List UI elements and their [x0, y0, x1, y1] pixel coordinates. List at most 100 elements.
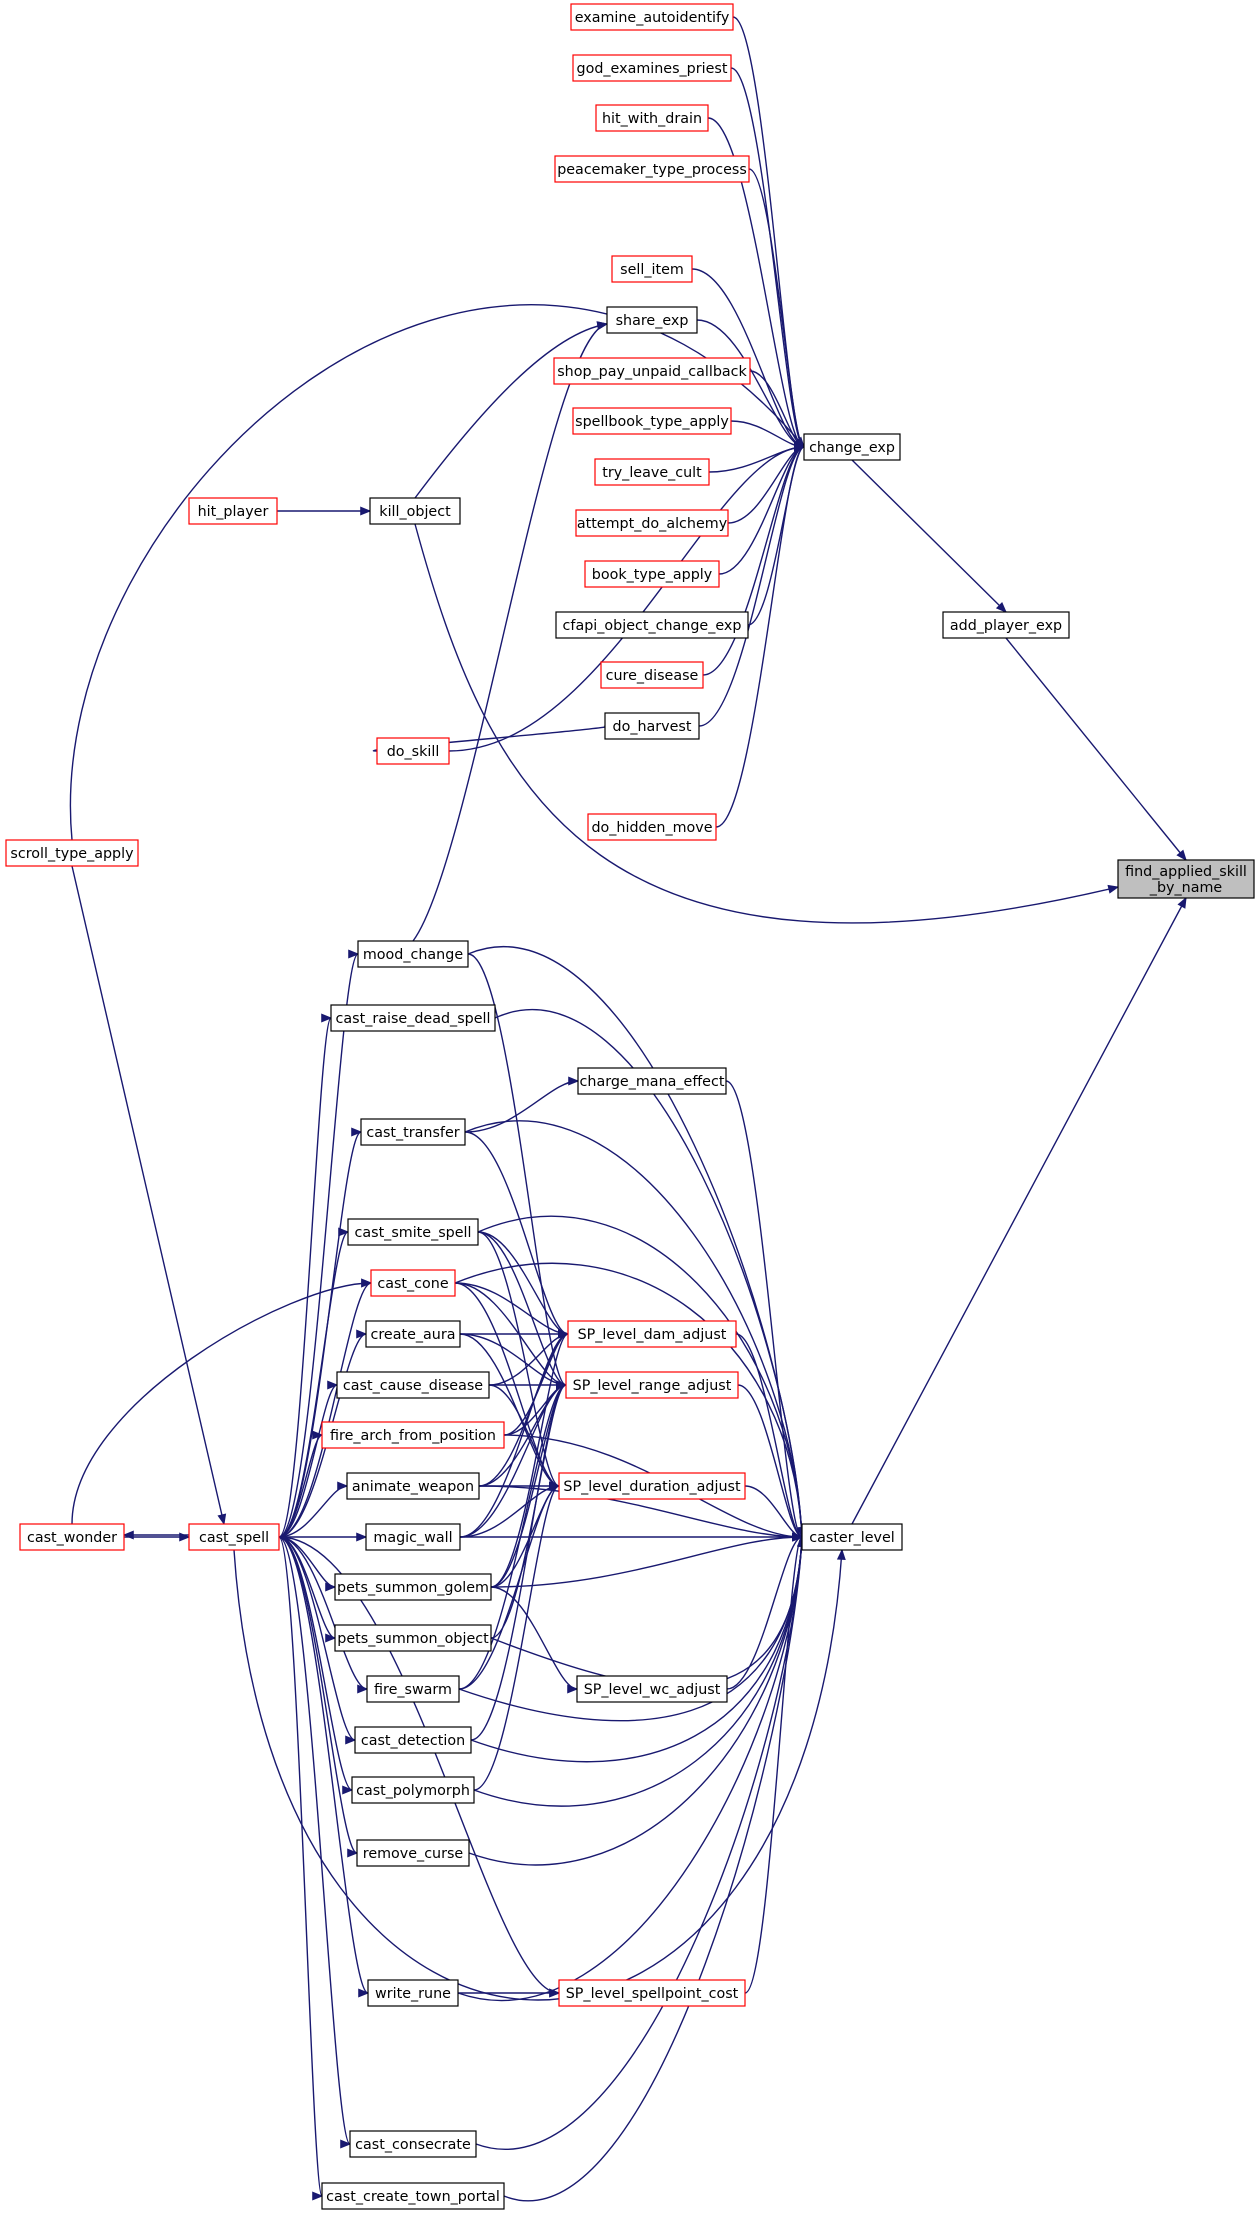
node-find_applied_skill[interactable]: find_applied_skill_by_name: [1117, 859, 1255, 899]
edge-arrowhead: [179, 1532, 191, 1542]
node-write_rune[interactable]: write_rune: [367, 1979, 459, 2007]
edge-cast_wonder-to-cast_cone: [71, 1278, 373, 1525]
node-box: [351, 1776, 475, 1804]
node-box: [803, 433, 901, 461]
node-label: magic_wall: [373, 1530, 452, 1546]
edge-cast_transfer-to-charge_mana_effect: [464, 1076, 580, 1133]
node-label: shop_pay_unpaid_callback: [557, 364, 747, 380]
node-caster_level[interactable]: caster_level: [801, 1523, 903, 1551]
edge-line: [278, 1536, 351, 2145]
edge-line: [454, 1262, 803, 1538]
node-magic_wall[interactable]: magic_wall: [365, 1523, 461, 1551]
node-SP_level_wc_adjust[interactable]: SP_level_wc_adjust: [576, 1675, 728, 1703]
node-fire_swarm[interactable]: fire_swarm: [366, 1675, 460, 1703]
node-examine_autoidentify[interactable]: examine_autoidentify: [570, 3, 734, 31]
edge-arrowhead: [337, 1481, 349, 1491]
edge-line: [477, 1231, 567, 1386]
node-spellbook_type_apply[interactable]: spellbook_type_apply: [572, 407, 732, 435]
graph-nodes: examine_autoidentify god_examines_priesth…: [5, 3, 1255, 2210]
node-label: attempt_do_alchemy: [577, 516, 728, 532]
node-cast_wonder[interactable]: cast_wonder: [19, 1523, 125, 1551]
edge-arrowhead: [356, 1329, 368, 1339]
node-SP_level_range_adjust[interactable]: SP_level_range_adjust: [565, 1371, 739, 1399]
node-box: [357, 940, 469, 968]
node-peacemaker_type_process[interactable]: peacemaker_type_process: [554, 155, 750, 183]
edge-line: [473, 1536, 803, 1807]
edge-line: [748, 168, 805, 448]
node-fire_arch_from_position[interactable]: fire_arch_from_position: [321, 1421, 505, 1449]
node-SP_level_duration_adjust[interactable]: SP_level_duration_adjust: [558, 1472, 746, 1500]
node-add_player_exp[interactable]: add_player_exp: [942, 611, 1070, 639]
node-pets_summon_golem[interactable]: pets_summon_golem: [334, 1573, 492, 1601]
node-sell_item[interactable]: sell_item: [611, 255, 693, 283]
node-label: try_leave_cult: [602, 465, 702, 481]
node-label: SP_level_range_adjust: [573, 1378, 732, 1394]
node-box: [366, 1675, 460, 1703]
node-hit_player[interactable]: hit_player: [188, 497, 278, 525]
edge-line: [470, 1536, 803, 1763]
node-shop_pay_unpaid_callback[interactable]: shop_pay_unpaid_callback: [553, 357, 751, 385]
node-box: [584, 560, 720, 588]
edge-line: [696, 319, 805, 448]
node-cast_polymorph[interactable]: cast_polymorph: [351, 1776, 475, 1804]
node-kill_object[interactable]: kill_object: [369, 497, 461, 525]
edge-line: [744, 1536, 803, 1994]
node-cast_spell[interactable]: cast_spell: [188, 1523, 280, 1551]
node-SP_level_dam_adjust[interactable]: SP_level_dam_adjust: [567, 1320, 737, 1348]
node-cast_cause_disease[interactable]: cast_cause_disease: [336, 1371, 490, 1399]
node-attempt_do_alchemy[interactable]: attempt_do_alchemy: [575, 509, 729, 537]
edge-arrowhead: [325, 1582, 337, 1592]
edge-line: [458, 1485, 560, 1690]
node-create_aura[interactable]: create_aura: [365, 1320, 461, 1348]
edge-cast_transfer-to-SP_level_dam_adjust: [464, 1131, 570, 1339]
node-mood_change[interactable]: mood_change: [357, 940, 469, 968]
edge-arrowhead: [556, 1380, 568, 1390]
edge-line: [458, 1536, 803, 1722]
edge-cast_spell-to-animate_weapon: [278, 1481, 349, 1538]
node-remove_curse[interactable]: remove_curse: [356, 1839, 470, 1867]
edge-line: [464, 1120, 803, 1538]
edge-line: [278, 1536, 356, 1741]
node-box: [567, 1320, 737, 1348]
edge-cast_spell-to-cast_consecrate: [278, 1536, 352, 2149]
node-cast_raise_dead_spell[interactable]: cast_raise_dead_spell: [330, 1004, 496, 1032]
edge-line: [448, 446, 805, 752]
node-cast_create_town_portal[interactable]: cast_create_town_portal: [321, 2182, 505, 2210]
edge-arrowhead: [327, 1380, 339, 1390]
node-change_exp[interactable]: change_exp: [803, 433, 901, 461]
edge-arrowhead: [360, 506, 372, 516]
edge-line: [730, 67, 805, 448]
edge-arrowhead: [792, 1532, 804, 1542]
node-share_exp[interactable]: share_exp: [606, 306, 698, 334]
node-cure_disease[interactable]: cure_disease: [600, 661, 704, 689]
node-scroll_type_apply[interactable]: scroll_type_apply: [5, 839, 139, 867]
node-animate_weapon[interactable]: animate_weapon: [346, 1472, 480, 1500]
node-SP_level_spellpoint_cost[interactable]: SP_level_spellpoint_cost: [558, 1979, 746, 2007]
node-box: [606, 306, 698, 334]
node-charge_mana_effect[interactable]: charge_mana_effect: [577, 1067, 727, 1095]
node-cast_consecrate[interactable]: cast_consecrate: [349, 2130, 477, 2158]
edge-line: [468, 1536, 803, 1866]
node-do_hidden_move[interactable]: do_hidden_move: [587, 813, 717, 841]
node-pets_summon_object[interactable]: pets_summon_object: [334, 1624, 492, 1652]
node-do_harvest[interactable]: do_harvest: [604, 712, 700, 740]
node-god_examines_priest[interactable]: god_examines_priest: [572, 54, 732, 82]
node-cast_detection[interactable]: cast_detection: [354, 1726, 472, 1754]
edge-attempt_do_alchemy-to-change_exp: [727, 442, 806, 524]
edge-god_examines_priest-to-change_exp: [730, 67, 806, 452]
node-hit_with_drain[interactable]: hit_with_drain: [595, 104, 709, 132]
edge-line: [278, 1536, 323, 2197]
node-label: examine_autoidentify: [575, 10, 730, 26]
node-cfapi_object_change_exp[interactable]: cfapi_object_change_exp: [555, 611, 749, 639]
edge-arrowhead: [312, 2191, 324, 2201]
edge-cast_spell-to-cast_create_town_portal: [278, 1536, 324, 2201]
node-book_type_apply[interactable]: book_type_apply: [584, 560, 720, 588]
edge-arrowhead: [995, 601, 1007, 613]
node-try_leave_cult[interactable]: try_leave_cult: [594, 458, 710, 486]
node-do_skill[interactable]: do_skill: [376, 737, 450, 765]
edge-line: [725, 1080, 803, 1538]
node-cast_cone[interactable]: cast_cone: [370, 1269, 456, 1297]
node-cast_transfer[interactable]: cast_transfer: [360, 1118, 466, 1146]
node-cast_smite_spell[interactable]: cast_smite_spell: [347, 1218, 479, 1246]
edge-line: [477, 1231, 560, 1487]
